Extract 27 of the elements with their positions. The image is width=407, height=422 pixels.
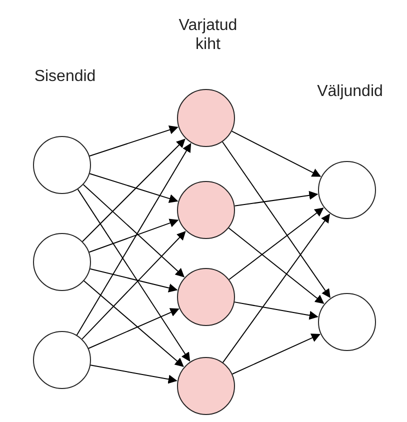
arrow bbox=[88, 308, 180, 349]
arrow bbox=[234, 302, 318, 320]
layer-heading: Sisendid bbox=[33, 67, 97, 86]
arrow bbox=[222, 141, 330, 298]
arrow bbox=[82, 231, 186, 340]
arrow bbox=[234, 190, 318, 206]
circle-node bbox=[177, 89, 235, 147]
arrow bbox=[76, 143, 192, 336]
arrow bbox=[77, 188, 190, 362]
arrow bbox=[232, 334, 320, 375]
layer-heading: Väljundid bbox=[316, 82, 384, 101]
circle-node bbox=[177, 181, 235, 239]
arrow bbox=[90, 364, 178, 384]
arrow bbox=[228, 208, 324, 280]
arrow bbox=[82, 138, 186, 242]
arrow bbox=[89, 173, 178, 203]
circle-node bbox=[177, 268, 235, 326]
arrow bbox=[231, 130, 322, 177]
circle-node bbox=[177, 357, 235, 415]
layer-heading: Varjatud kiht bbox=[178, 16, 238, 54]
arrow bbox=[82, 184, 185, 278]
arrow bbox=[228, 228, 324, 304]
arrow bbox=[88, 218, 179, 253]
arrow bbox=[222, 214, 330, 363]
arrow bbox=[83, 280, 184, 367]
arrow bbox=[89, 126, 178, 156]
arrow bbox=[90, 268, 178, 292]
